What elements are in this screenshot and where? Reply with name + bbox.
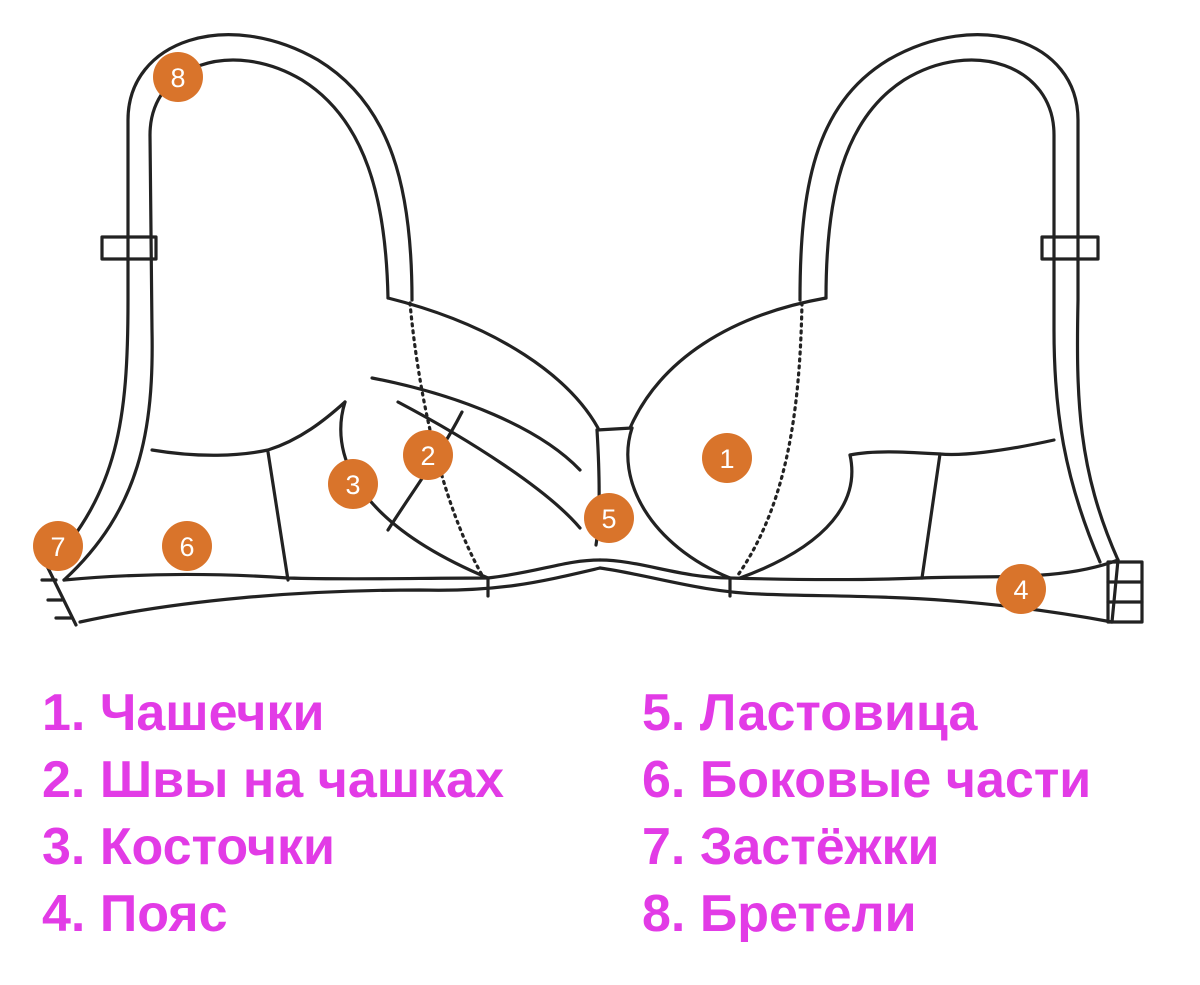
marker-circle (584, 493, 634, 543)
marker-number: 4 (1013, 575, 1028, 605)
marker-number: 3 (345, 470, 360, 500)
legend-item-underwires: 3. Косточки (42, 818, 335, 876)
marker-4: 4 (996, 564, 1046, 614)
marker-circle (702, 433, 752, 483)
legend-item-cups: 1. Чашечки (42, 684, 325, 742)
right-side-panel (598, 438, 1144, 624)
left-cup (339, 296, 600, 580)
legend-item-side-panels: 6. Боковые части (642, 751, 1092, 809)
marker-circle (996, 564, 1046, 614)
marker-number: 8 (170, 63, 185, 93)
marker-number: 2 (420, 441, 435, 471)
marker-2: 2 (403, 430, 453, 480)
bra-diagram: 1 2 3 4 5 6 7 8 (33, 33, 1144, 627)
marker-circle (403, 430, 453, 480)
marker-6: 6 (162, 521, 212, 571)
left-side-panel (40, 400, 602, 627)
legend-item-fasteners: 7. Застёжки (642, 818, 940, 876)
legend-left-column: 1. Чашечки 2. Швы на чашках 3. Косточки … (42, 680, 504, 948)
marker-circle (33, 521, 83, 571)
left-strap-slider (100, 235, 158, 261)
marker-5: 5 (584, 493, 634, 543)
marker-circle (328, 459, 378, 509)
right-strap-slider (1040, 235, 1100, 261)
hook-tape (1106, 560, 1144, 624)
marker-8: 8 (153, 52, 203, 102)
marker-1: 1 (702, 433, 752, 483)
marker-number: 5 (601, 504, 616, 534)
right-strap (798, 33, 1120, 564)
legend-item-straps: 8. Бретели (642, 885, 917, 943)
marker-circle (162, 521, 212, 571)
marker-3: 3 (328, 459, 378, 509)
marker-number: 7 (50, 532, 65, 562)
legend-item-cup-seams: 2. Швы на чашках (42, 751, 504, 809)
marker-circle (153, 52, 203, 102)
marker-number: 1 (719, 444, 734, 474)
legend-item-gore: 5. Ластовица (642, 684, 978, 742)
legend-right-column: 5. Ластовица 6. Боковые части 7. Застёжк… (642, 680, 1091, 948)
markers: 1 2 3 4 5 6 7 8 (33, 52, 1046, 614)
marker-number: 6 (179, 532, 194, 562)
right-cup (626, 296, 854, 580)
legend-item-band: 4. Пояс (42, 885, 228, 943)
marker-7: 7 (33, 521, 83, 571)
